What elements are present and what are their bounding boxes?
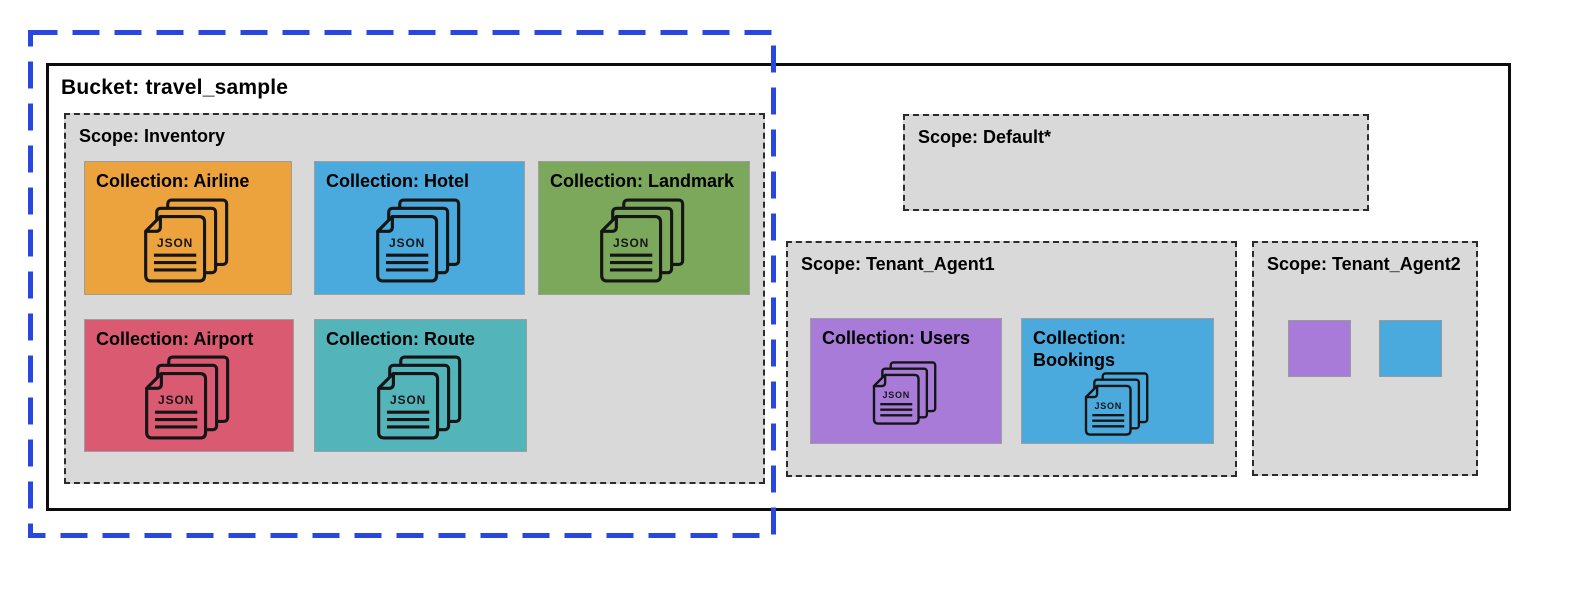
collection-users-label: Collection: Users: [822, 328, 971, 348]
collection-airline-label: Collection: Airline: [96, 171, 250, 191]
json-document-stack-icon: JSON: [145, 355, 230, 440]
svg-text:JSON: JSON: [157, 236, 193, 250]
scope-default: Scope: Default*: [903, 114, 1369, 211]
json-document-stack-icon: JSON: [1084, 372, 1148, 436]
scope-tenant-agent2-label: Scope: Tenant_Agent2: [1267, 254, 1461, 274]
scope-tenant-agent2: Scope: Tenant_Agent2: [1252, 241, 1478, 476]
svg-text:JSON: JSON: [390, 393, 426, 407]
collection-landmark-label: Collection: Landmark: [550, 171, 735, 191]
collection-landmark: Collection: Landmark JSON: [538, 161, 750, 295]
collection-route-label: Collection: Route: [326, 329, 475, 349]
scope-inventory-label: Scope: Inventory: [79, 126, 226, 146]
scope-tenant-agent1-label: Scope: Tenant_Agent1: [801, 254, 995, 274]
svg-text:JSON: JSON: [883, 390, 910, 400]
svg-text:JSON: JSON: [1094, 401, 1121, 411]
collection-airport-label: Collection: Airport: [96, 329, 254, 349]
collection-airport: Collection: Airport JSON: [84, 319, 294, 452]
svg-text:JSON: JSON: [389, 236, 425, 250]
collection-users: Collection: Users JSON: [810, 318, 1002, 444]
bucket-title: Bucket: travel_sample: [61, 76, 289, 99]
collection-bookings-label: Collection: Bookings: [1033, 328, 1126, 370]
scope-default-label: Scope: Default*: [918, 127, 1052, 147]
collection-swatch-blue: [1379, 320, 1442, 377]
json-document-stack-icon: JSON: [600, 198, 685, 283]
scope-inventory: Scope: Inventory Collection: Airline JSO…: [64, 113, 765, 484]
scope-tenant-agent1: Scope: Tenant_Agent1 Collection: Users J…: [786, 241, 1237, 477]
json-document-stack-icon: JSON: [872, 361, 937, 426]
json-document-stack-icon: JSON: [375, 198, 460, 283]
collection-swatch-purple: [1288, 320, 1351, 377]
collection-hotel-label: Collection: Hotel: [326, 171, 469, 191]
collection-airline: Collection: Airline JSON: [84, 161, 292, 295]
svg-text:JSON: JSON: [158, 393, 194, 407]
collection-hotel: Collection: Hotel JSON: [314, 161, 525, 295]
json-document-stack-icon: JSON: [144, 198, 229, 283]
collection-bookings: Collection: Bookings JSON: [1021, 318, 1214, 444]
svg-text:JSON: JSON: [613, 236, 649, 250]
json-document-stack-icon: JSON: [376, 355, 461, 440]
collection-route: Collection: Route JSON: [314, 319, 527, 452]
